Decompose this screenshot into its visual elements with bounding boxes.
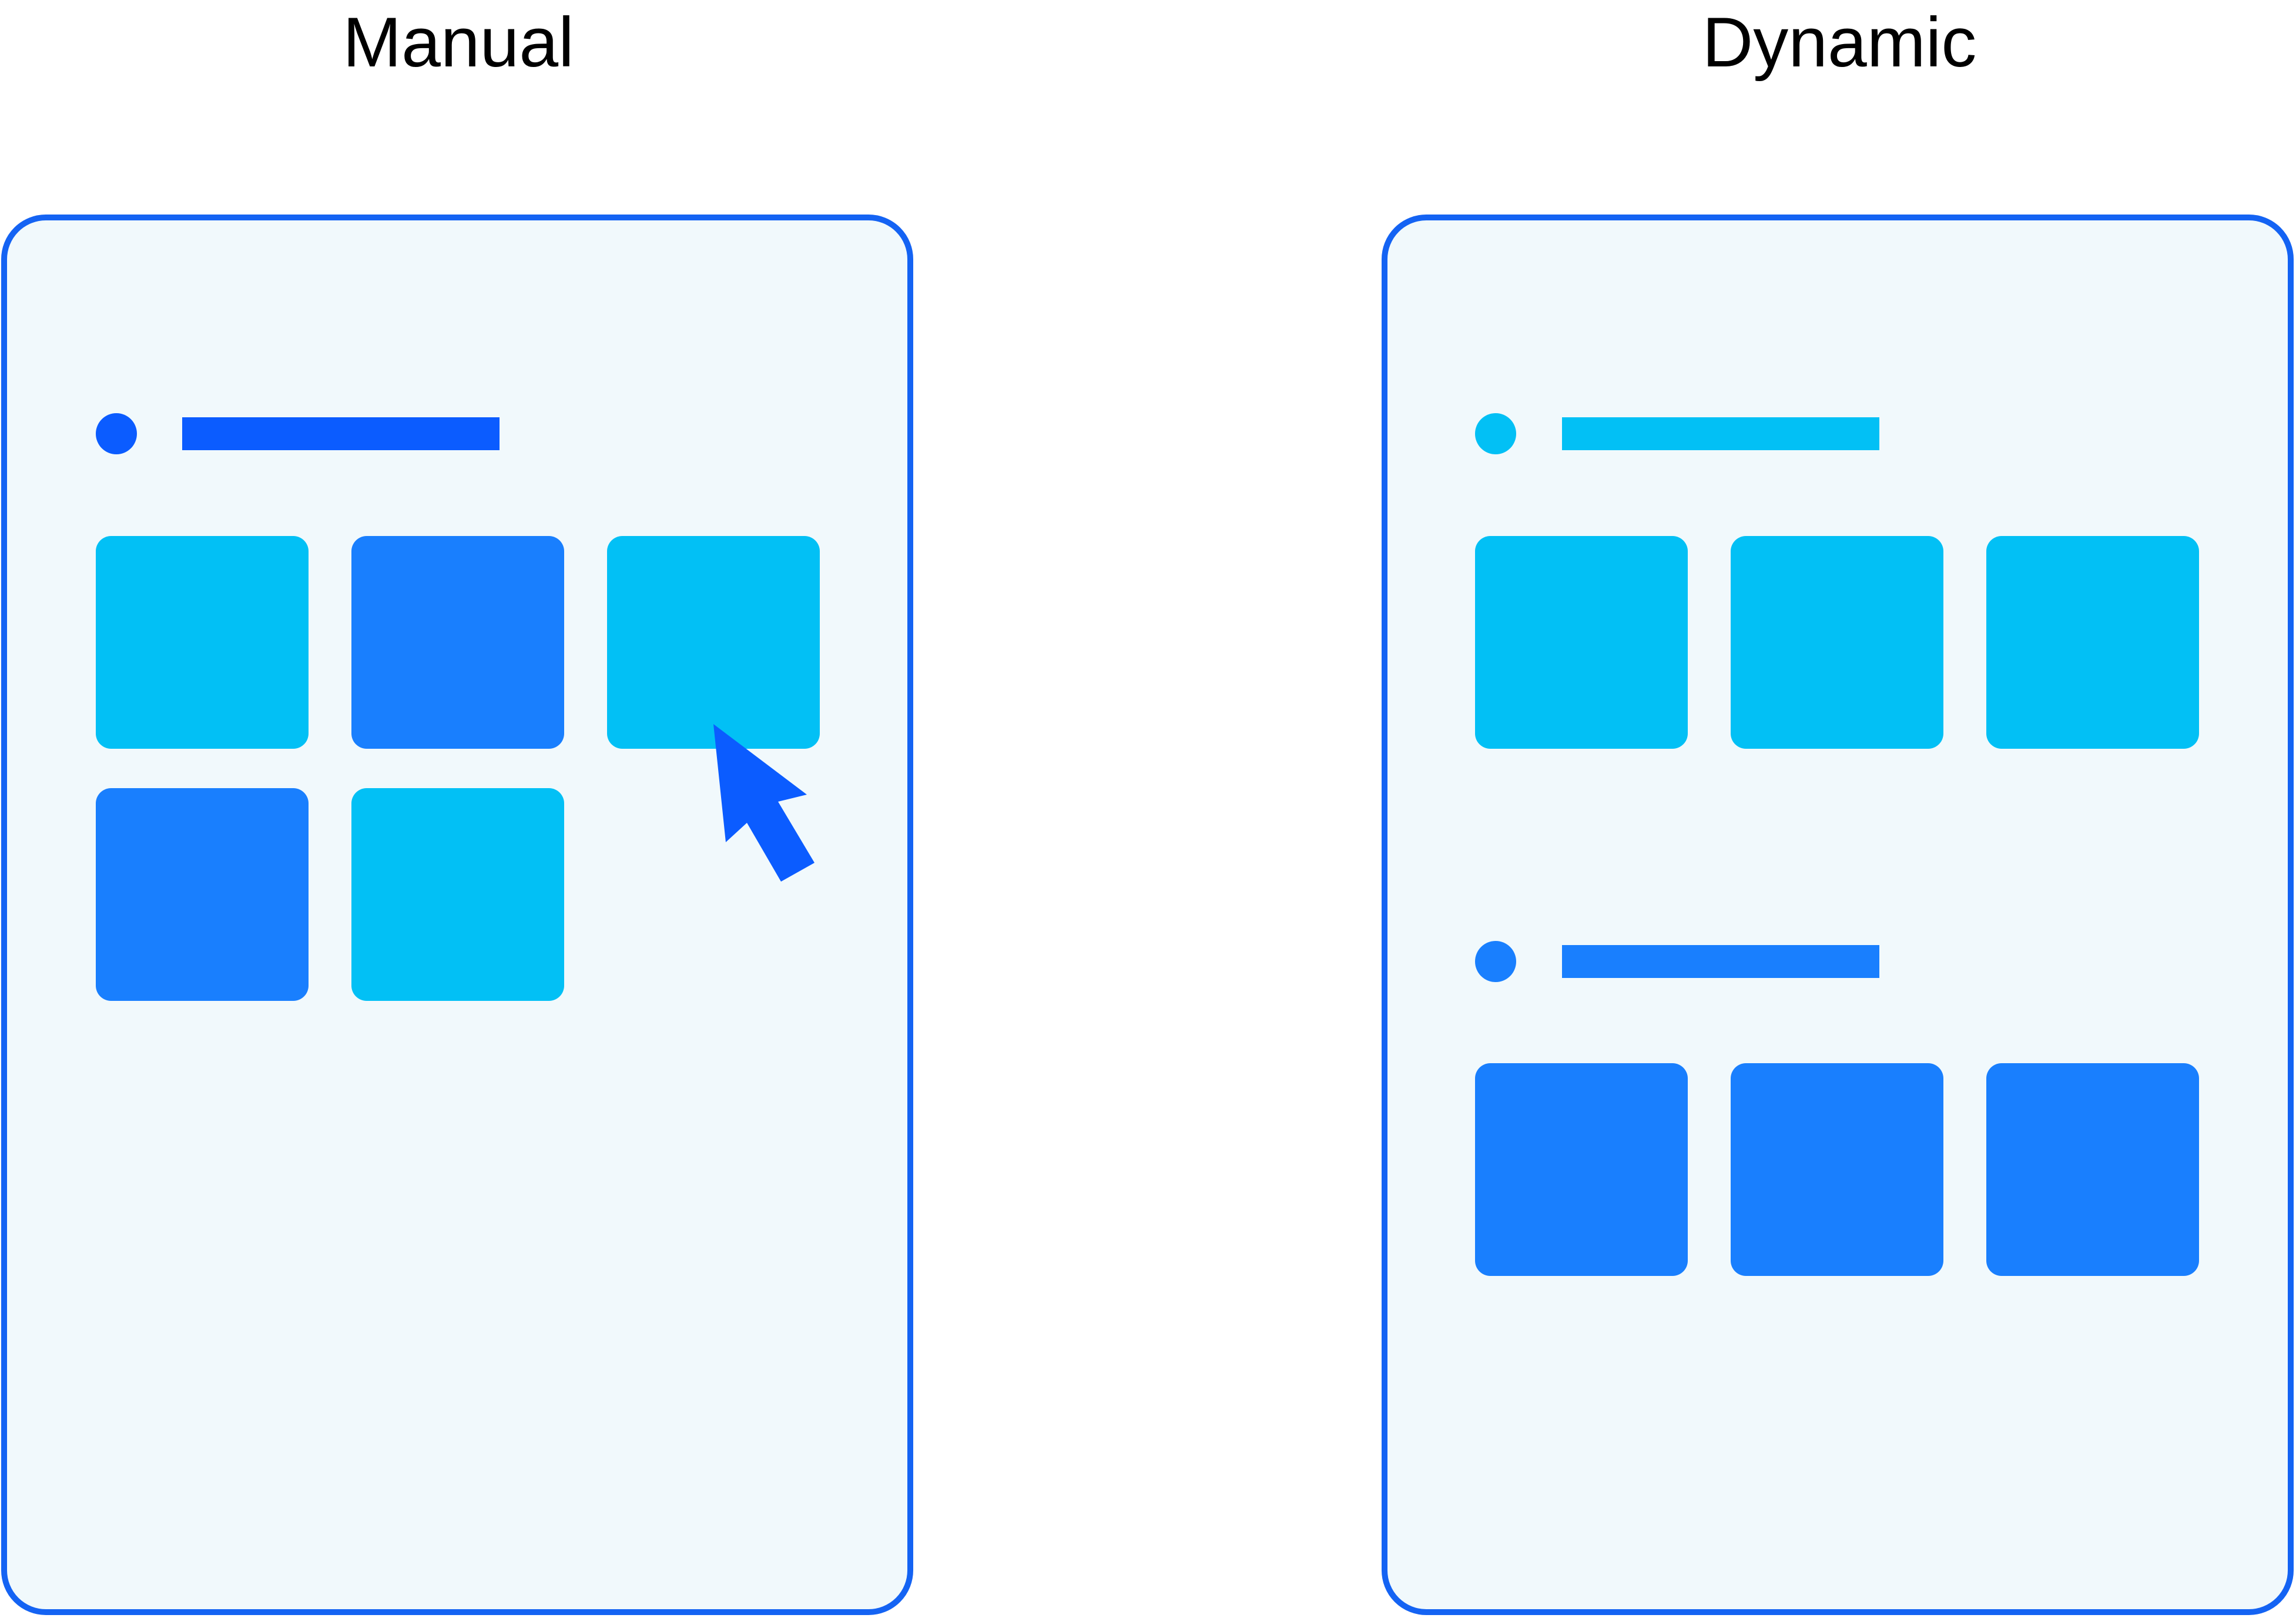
dynamic-group-bar — [1562, 945, 1879, 978]
manual-group-dot — [96, 413, 137, 454]
manual-title: Manual — [343, 3, 574, 82]
dynamic-group-bar — [1562, 417, 1879, 450]
dynamic-tile — [1475, 536, 1688, 749]
dynamic-tile — [1986, 1063, 2199, 1276]
manual-tile — [96, 788, 309, 1001]
cursor-arrow — [713, 724, 815, 882]
dynamic-tile — [1731, 1063, 1943, 1276]
dynamic-group-dot — [1475, 941, 1516, 982]
dynamic-tile — [1986, 536, 2199, 749]
manual-tile — [351, 788, 564, 1001]
manual-tile — [607, 536, 820, 749]
manual-tile — [96, 536, 309, 749]
dynamic-tile — [1475, 1063, 1688, 1276]
mouse-pointer-icon — [713, 724, 815, 882]
manual-tile — [351, 536, 564, 749]
dynamic-title: Dynamic — [1702, 3, 1977, 82]
dynamic-group-dot — [1475, 413, 1516, 454]
dynamic-tile — [1731, 536, 1943, 749]
manual-group-bar — [182, 417, 500, 450]
